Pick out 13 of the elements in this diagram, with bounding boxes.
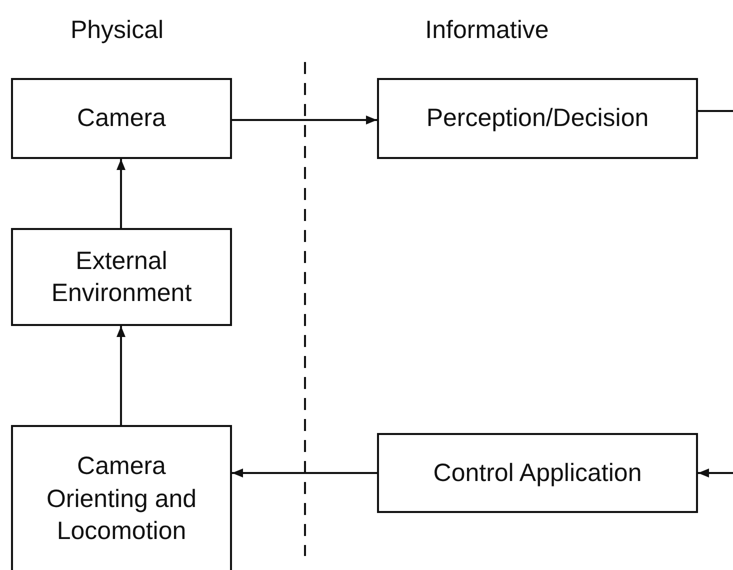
arrow <box>232 468 377 478</box>
arrow <box>116 159 126 228</box>
column-heading: Physical <box>70 16 164 45</box>
process-box: Camera Orienting and Locomotion <box>11 425 232 570</box>
arrow <box>116 326 126 425</box>
process-box: Perception/Decision <box>377 78 698 159</box>
column-heading: Informative <box>425 16 549 45</box>
connector-line <box>698 110 733 112</box>
arrow <box>698 468 733 478</box>
process-box: Control Application <box>377 433 698 513</box>
arrow <box>232 116 377 124</box>
process-box: Camera <box>11 78 232 159</box>
process-box: External Environment <box>11 228 232 326</box>
